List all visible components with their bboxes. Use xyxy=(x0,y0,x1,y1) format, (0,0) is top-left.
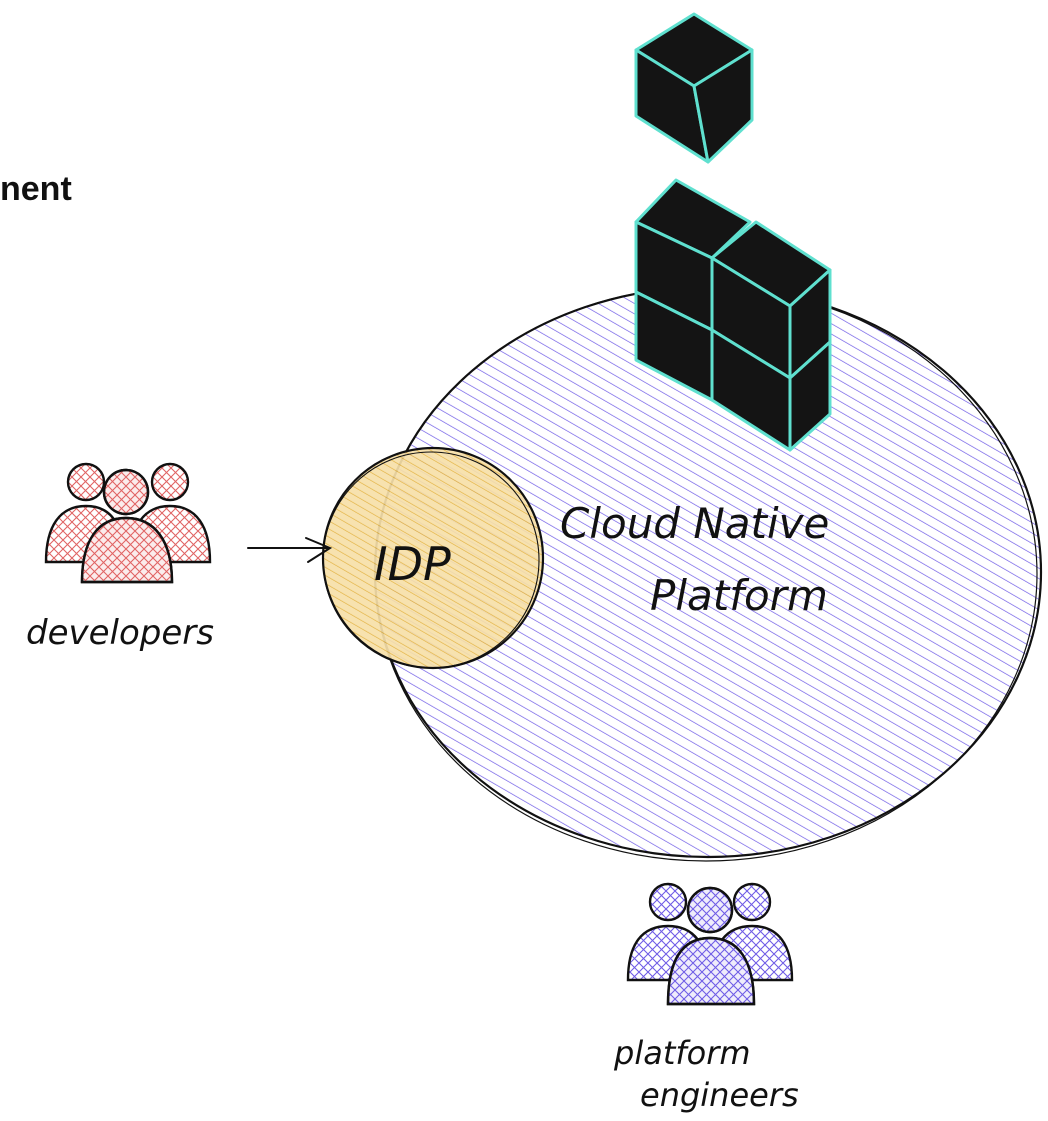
developers-label: developers xyxy=(26,613,214,653)
cube-stack-icon xyxy=(634,178,832,452)
title-fragment: nent xyxy=(0,170,72,208)
developers-group-icon xyxy=(44,462,212,584)
idp-label: IDP xyxy=(374,537,451,591)
engineers-label-line1: platform xyxy=(613,1034,751,1072)
platform-label-line1: Cloud Native xyxy=(560,499,829,548)
engineers-group-icon xyxy=(626,882,794,1006)
idp-circle xyxy=(321,446,545,670)
cube-single-icon xyxy=(634,12,754,164)
engineers-label-line2: engineers xyxy=(640,1076,799,1114)
arrow-right-icon xyxy=(247,537,333,563)
platform-label-line2: Platform xyxy=(650,571,828,620)
